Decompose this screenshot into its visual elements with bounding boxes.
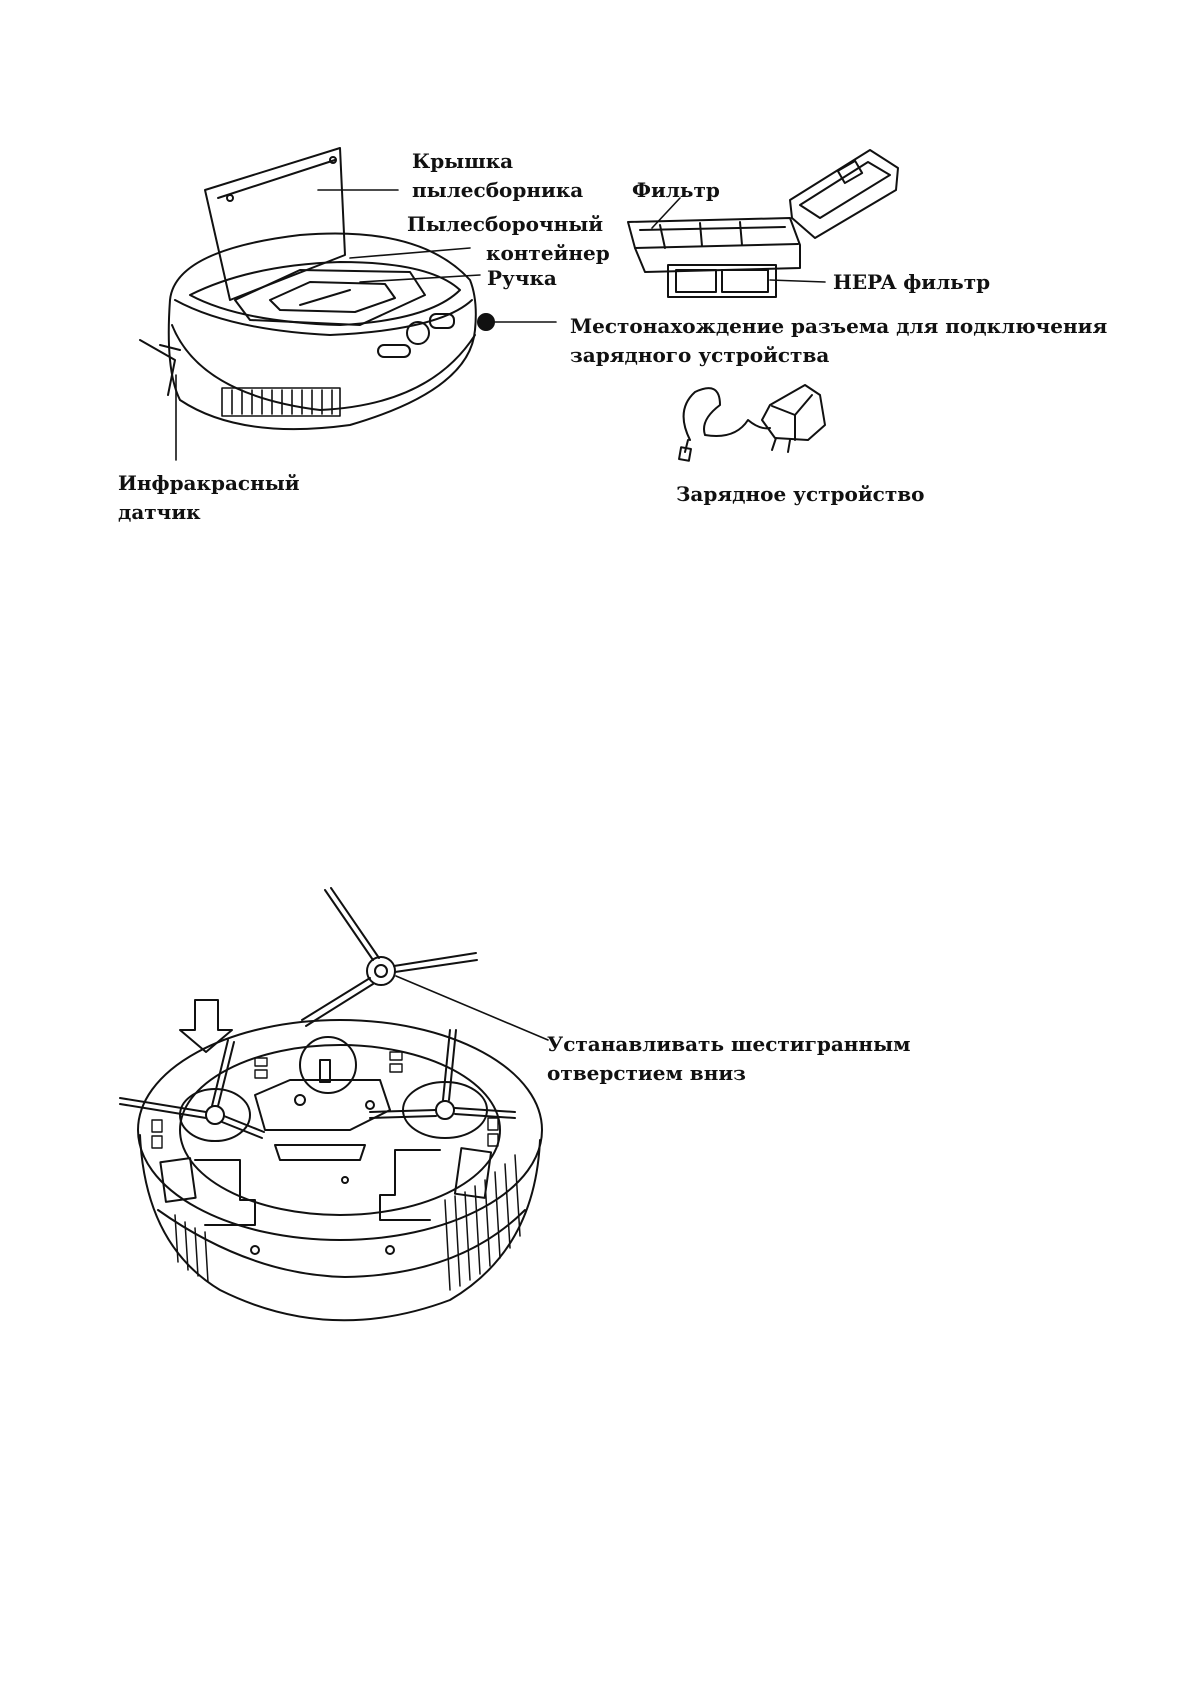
label-lid-line1: Крышка [412,149,514,173]
label-dust-container: Пылесборочный контейнер [407,210,610,268]
label-install-note: Устанавливать шестигранным отверстием вн… [547,1030,911,1088]
label-ir-sensor-line2: датчик [118,500,201,524]
label-handle: Ручка [487,266,557,290]
robot-vacuum-bottom-illustration [119,887,543,1322]
top-leader-lines [175,189,826,461]
robot-vacuum-top-illustration [139,147,495,431]
label-install-note-line2: отверстием вниз [547,1061,746,1085]
filter-box-illustration [627,149,899,298]
label-charging-socket: Местонахождение разъема для подключения … [570,312,1107,370]
label-dust-container-line2: контейнер [486,241,610,265]
label-charging-socket-line1: Местонахождение разъема для подключения [570,314,1108,338]
label-dust-container-line1: Пылесборочный [407,212,604,236]
label-filter: Фильтр [632,178,720,202]
down-arrow-icon [179,999,233,1053]
label-ir-sensor-line1: Инфракрасный [118,471,300,495]
label-lid-line2: пылесборника [412,178,584,202]
charger-illustration [678,384,826,462]
label-charging-socket-line2: зарядного устройства [570,343,830,367]
label-install-note-line1: Устанавливать шестигранным [547,1032,911,1056]
label-charger: Зарядное устройство [676,482,925,506]
label-hepa: HEPA фильтр [833,270,991,294]
label-ir-sensor: Инфракрасный датчик [118,469,300,527]
install-leader-line [395,975,549,1041]
label-lid: Крышка пылесборника [412,147,583,205]
